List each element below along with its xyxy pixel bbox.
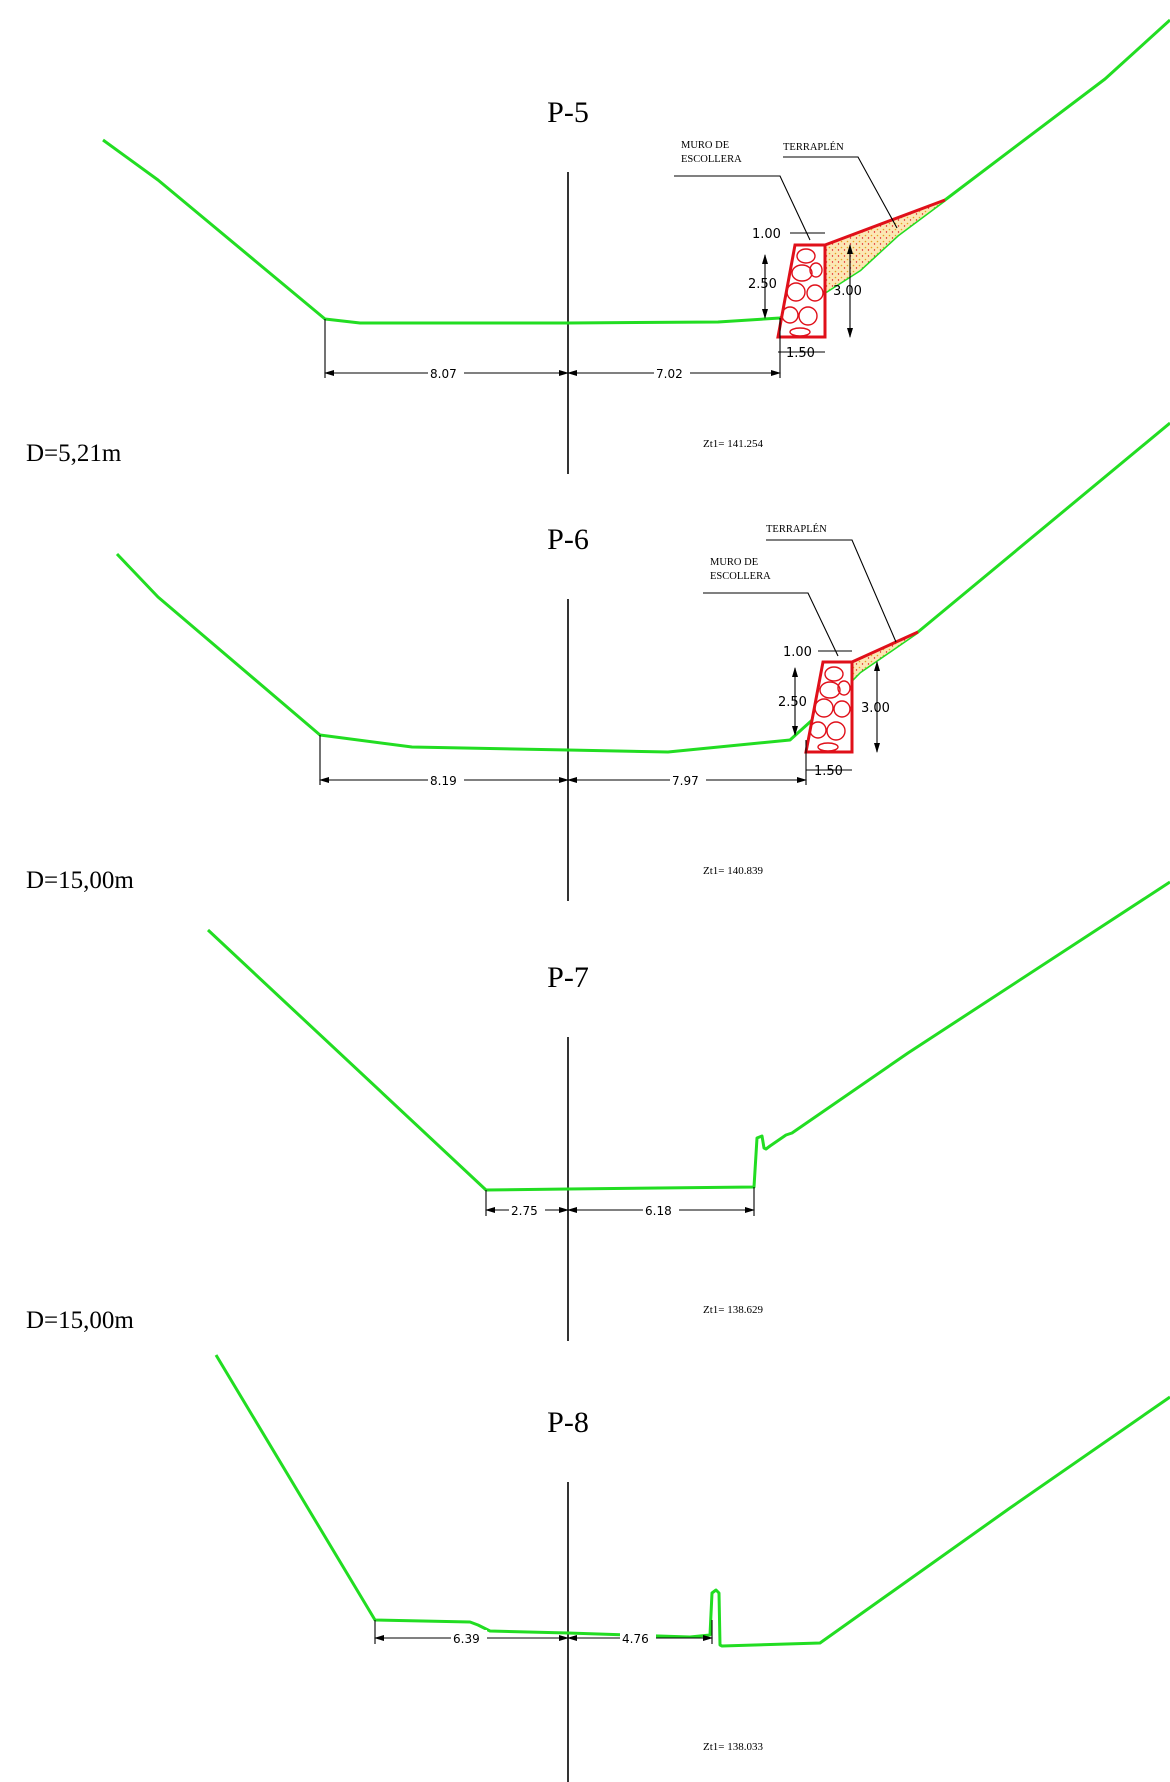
distance-label: D=15,00m [26, 867, 134, 894]
ground-profile [102, 18, 1170, 325]
section-title: P-5 [547, 96, 589, 129]
fill-leader [783, 156, 898, 229]
embankment-fill [810, 198, 946, 302]
wall-label-line2: ESCOLLERA [710, 571, 771, 582]
dim-right-height: 3.00 [861, 701, 890, 716]
rockfill-wall [776, 243, 827, 339]
ground-profile [214, 1354, 1170, 1648]
dim-right-height: 3.00 [833, 284, 862, 299]
distance-label: D=15,00m [26, 1307, 134, 1334]
dim-left-height: 2.50 [778, 695, 807, 710]
fill-label: TERRAPLÉN [783, 141, 844, 153]
fill-leader [766, 539, 897, 643]
zt-label: Zt1= 138.629 [703, 1304, 763, 1316]
dim-right: 6.18 [645, 1204, 672, 1218]
ground-profile [115, 421, 1170, 754]
section-p6: P-6 MURO DE ESCOLLERA TERRAPLÉN 1.00 2.5… [26, 421, 1170, 901]
distance-label: D=5,21m [26, 440, 122, 467]
fill-label: TERRAPLÉN [766, 523, 827, 535]
dim-right: 4.76 [622, 1632, 649, 1646]
wall-label-line2: ESCOLLERA [681, 154, 742, 165]
dim-bottom: 1.50 [814, 764, 843, 779]
section-title: P-7 [547, 961, 589, 994]
section-p8: P-8 6.39 4.76 Zt1= 138.033 [214, 1354, 1170, 1782]
section-p5: P-5 MURO DE ESCOLLERA TERRAPLÉN 1.00 [26, 18, 1170, 474]
dim-right: 7.02 [656, 367, 683, 381]
section-p7: P-7 2.75 6.18 Zt1= 138.629 D=15,00m [26, 880, 1170, 1341]
rockfill-wall [804, 660, 854, 754]
wall-label-line1: MURO DE [681, 140, 729, 151]
wall-leader [703, 592, 839, 657]
wall-label-line1: MURO DE [710, 557, 758, 568]
dim-left: 8.19 [430, 774, 457, 788]
zt-label: Zt1= 140.839 [703, 865, 763, 877]
dim-left-height: 2.50 [748, 277, 777, 292]
ground-profile [206, 880, 1170, 1192]
section-title: P-8 [547, 1406, 589, 1439]
dim-top: 1.00 [752, 227, 781, 242]
dim-right: 7.97 [672, 774, 699, 788]
section-title: P-6 [547, 523, 589, 556]
dim-left: 8.07 [430, 367, 457, 381]
dim-left: 2.75 [511, 1204, 538, 1218]
dim-top: 1.00 [783, 645, 812, 660]
wall-leader [674, 175, 811, 241]
dim-left: 6.39 [453, 1632, 480, 1646]
embankment-fill [851, 630, 919, 680]
zt-label: Zt1= 138.033 [703, 1741, 763, 1753]
dim-bottom: 1.50 [786, 346, 815, 361]
zt-label: Zt1= 141.254 [703, 438, 763, 450]
